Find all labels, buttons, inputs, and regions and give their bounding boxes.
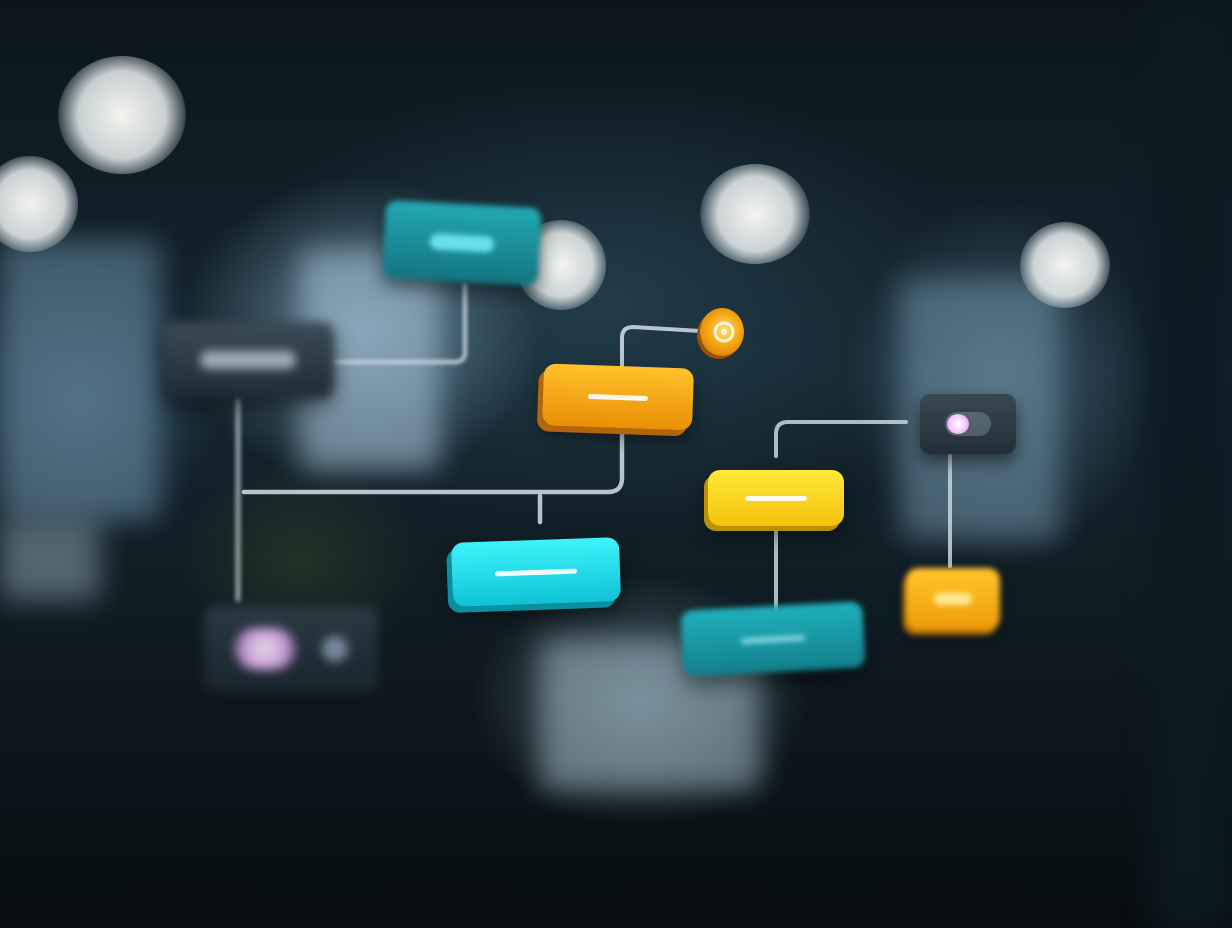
background-window-panel xyxy=(0,240,160,520)
toggle-icon xyxy=(945,412,991,436)
flow-node-dark-bottom xyxy=(204,606,378,692)
target-node xyxy=(700,308,744,356)
bokeh-light xyxy=(0,156,78,252)
node-label-bar xyxy=(494,568,578,576)
node-label-bar xyxy=(429,233,495,253)
flow-node-yellow xyxy=(708,470,844,526)
connector-line xyxy=(774,420,908,458)
node-label-bar xyxy=(745,495,807,501)
background-pillar xyxy=(1150,0,1232,928)
toggle-node xyxy=(920,394,1016,454)
toggle-knob xyxy=(947,414,969,434)
bokeh-light xyxy=(1020,222,1110,308)
glow-dot xyxy=(234,628,296,670)
bokeh-light xyxy=(58,56,186,174)
target-icon xyxy=(713,321,735,343)
flow-node-cyan xyxy=(450,537,622,607)
node-label-bar xyxy=(200,351,296,369)
connector-line xyxy=(620,325,702,368)
flow-node-orange xyxy=(541,363,695,431)
flow-node-orange-small xyxy=(906,568,1000,630)
flow-node-dark xyxy=(162,322,334,398)
node-label-bar xyxy=(587,393,649,401)
flow-node-teal-top xyxy=(382,199,542,287)
flow-node-teal-bottom xyxy=(680,601,866,677)
node-label-bar xyxy=(934,593,972,605)
connector-line xyxy=(241,425,625,495)
bokeh-light xyxy=(700,164,810,264)
glow-dot xyxy=(322,636,348,662)
background-desk-panel xyxy=(0,520,100,600)
connector-line xyxy=(332,282,468,365)
node-label-bar xyxy=(740,634,806,644)
